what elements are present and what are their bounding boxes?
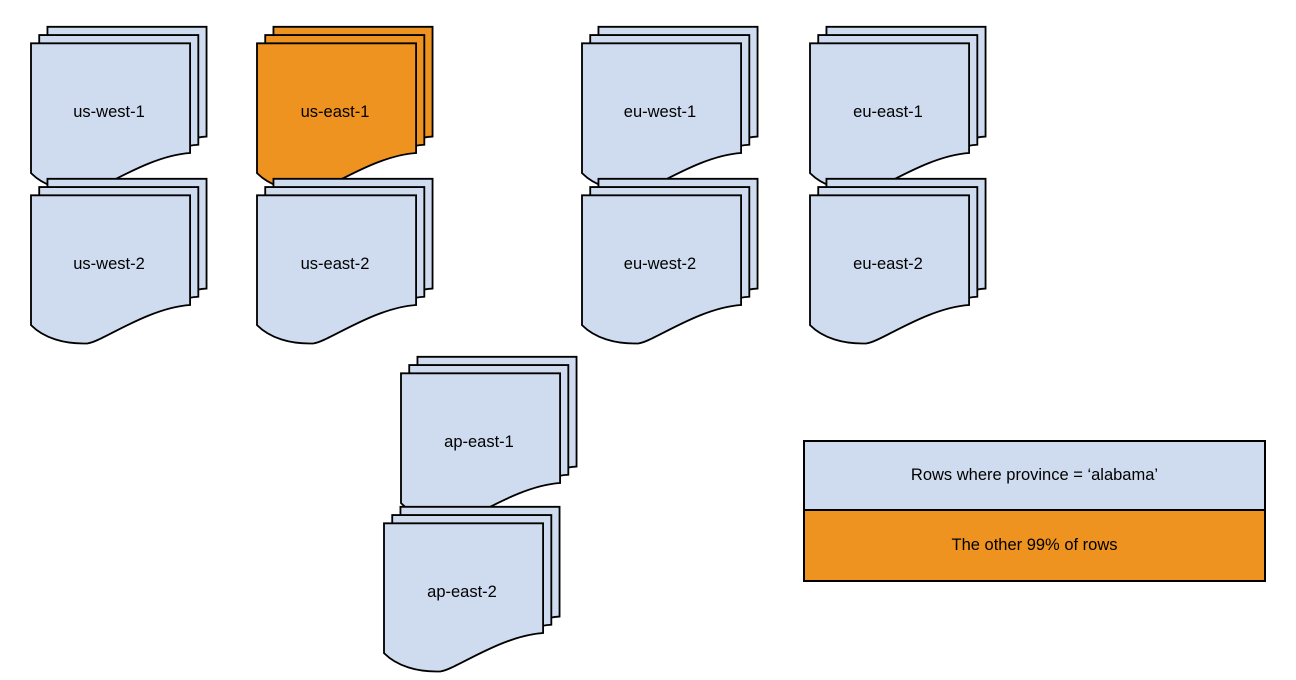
document-sheet-front (383, 522, 544, 673)
legend-item-label: Rows where province = ‘alabama’ (910, 466, 1159, 484)
region-stack-us-east-2[interactable]: us-east-2 (248, 177, 458, 345)
document-stack-icon (256, 177, 434, 345)
legend-item-highlight: Rows where province = ‘alabama’ (805, 442, 1264, 511)
document-stack-icon (256, 25, 434, 193)
document-sheet-front (30, 194, 191, 345)
region-stack-eu-west-2[interactable]: eu-west-2 (573, 177, 783, 345)
legend: Rows where province = ‘alabama’ The othe… (803, 440, 1266, 582)
region-stack-ap-east-1[interactable]: ap-east-1 (392, 355, 602, 523)
document-stack-icon (30, 177, 208, 345)
document-stack-icon (581, 25, 759, 193)
document-stack-icon (383, 505, 561, 673)
region-stack-eu-east-2[interactable]: eu-east-2 (801, 177, 1011, 345)
region-stack-ap-east-2[interactable]: ap-east-2 (375, 505, 585, 673)
document-stack-icon (30, 25, 208, 193)
document-stack-icon (581, 177, 759, 345)
region-stack-us-east-1[interactable]: us-east-1 (248, 25, 458, 193)
document-sheet-front (400, 372, 561, 523)
document-sheet-front (256, 42, 417, 193)
legend-item-other: The other 99% of rows (805, 511, 1264, 580)
document-sheet-front (581, 42, 742, 193)
document-stack-icon (809, 25, 987, 193)
document-sheet-front (809, 42, 970, 193)
document-sheet-front (256, 194, 417, 345)
document-stack-icon (400, 355, 578, 523)
document-stack-icon (809, 177, 987, 345)
document-sheet-front (809, 194, 970, 345)
document-sheet-front (30, 42, 191, 193)
region-stack-us-west-2[interactable]: us-west-2 (22, 177, 232, 345)
region-stack-us-west-1[interactable]: us-west-1 (22, 25, 232, 193)
region-stack-eu-east-1[interactable]: eu-east-1 (801, 25, 1011, 193)
region-stack-eu-west-1[interactable]: eu-west-1 (573, 25, 783, 193)
legend-item-label: The other 99% of rows (951, 536, 1118, 554)
document-sheet-front (581, 194, 742, 345)
